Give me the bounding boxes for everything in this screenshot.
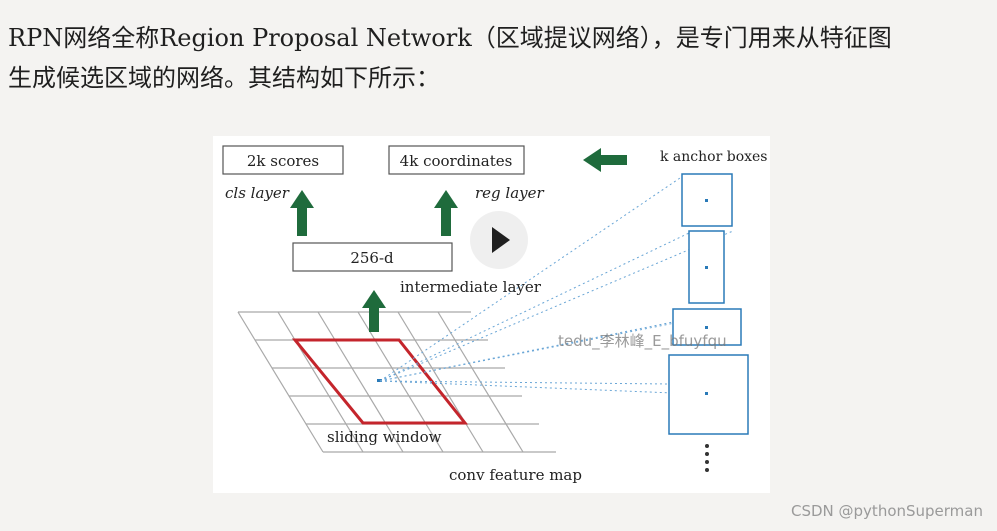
paragraph-line-1: RPN网络全称Region Proposal Network（区域提议网络），是… <box>8 24 892 52</box>
cls-scores-label: 2k scores <box>247 152 319 170</box>
anchor-box-4 <box>668 354 749 435</box>
cls-layer-label: cls layer <box>225 184 290 202</box>
rpn-diagram-svg: 2k scores 4k coordinates 256-d cls layer… <box>222 145 767 484</box>
feature-map-label: conv feature map <box>449 466 582 484</box>
more-anchors-ellipsis <box>705 444 709 472</box>
reg-coordinates-box <box>388 145 525 175</box>
intermediate-layer-label: intermediate layer <box>400 278 542 296</box>
sliding-window-label: sliding window <box>327 428 442 446</box>
reg-coordinates-label: 4k coordinates <box>400 152 513 170</box>
arrow-up-icon-to-cls <box>290 190 314 236</box>
anchor-boxes-label: k anchor boxes <box>660 149 767 165</box>
window-center-point <box>377 379 382 382</box>
anchor-boxes <box>668 173 749 435</box>
article-paragraph: RPN网络全称Region Proposal Network（区域提议网络），是… <box>8 18 988 98</box>
video-play-button[interactable] <box>470 211 528 269</box>
flow-arrows <box>290 148 627 332</box>
arrow-left-icon-from-anchors <box>583 148 627 172</box>
sliding-window <box>291 338 469 425</box>
arrow-up-icon-to-reg <box>434 190 458 236</box>
reg-layer-label: reg layer <box>475 184 545 202</box>
intermediate-layer-box <box>292 242 453 272</box>
intermediate-box-label: 256-d <box>350 249 394 267</box>
paragraph-line-2: 生成候选区域的网络。其结构如下所示： <box>8 64 440 92</box>
watermark-text: tedu_李林峰_E_bfuyfqu <box>558 332 727 350</box>
arrow-up-icon-to-intermediate <box>362 290 386 332</box>
cls-scores-box <box>222 145 344 175</box>
play-icon <box>492 227 510 253</box>
rpn-diagram: 2k scores 4k coordinates 256-d cls layer… <box>213 136 770 493</box>
csdn-credit: CSDN @pythonSuperman <box>791 502 983 520</box>
anchor-centers <box>705 199 708 395</box>
